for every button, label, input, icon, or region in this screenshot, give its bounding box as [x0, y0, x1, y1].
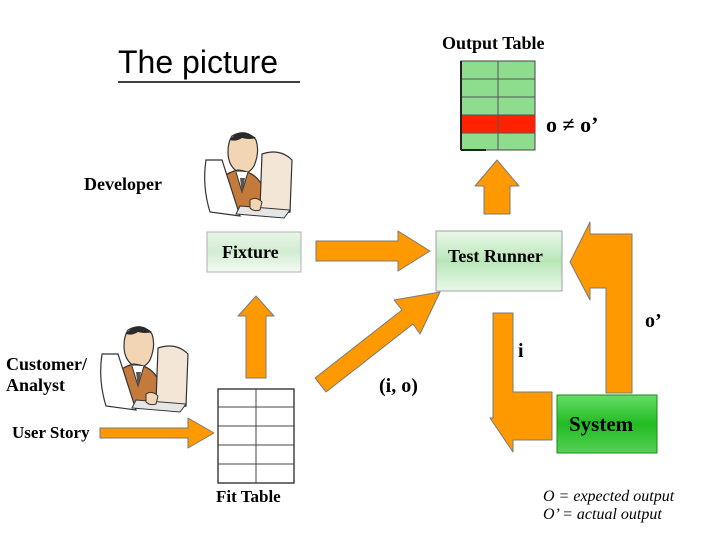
fit-table-label: Fit Table — [216, 487, 281, 506]
system-box — [556, 394, 658, 454]
output-table-label: Output Table — [442, 33, 545, 53]
mismatch-label: o ≠ o’ — [546, 112, 599, 137]
input-output-label: (i, o) — [379, 375, 418, 397]
test-runner-label: Test Runner — [448, 246, 543, 266]
fittable-to-fixture-arrow — [237, 295, 275, 379]
output-table — [460, 60, 536, 151]
test-runner-box — [435, 230, 563, 292]
legend-actual-output: O’ = actual output — [543, 506, 662, 523]
fit-table — [217, 388, 295, 484]
system-label: System — [569, 412, 634, 436]
runner-to-table-arrow — [474, 159, 520, 215]
userstory-to-fittable-arrow — [99, 417, 215, 449]
user-story-label: User Story — [12, 423, 90, 442]
customer-icon — [100, 326, 189, 413]
developer-label: Developer — [84, 174, 162, 194]
fittable-to-runner-arrow — [314, 291, 441, 393]
fixture-box — [206, 231, 302, 273]
customer-label-line2: Analyst — [6, 375, 66, 395]
runner-to-system-arrow — [489, 312, 553, 453]
customer-label-line1: Customer/ — [6, 354, 87, 374]
input-label: i — [518, 340, 524, 362]
actual-output-label: o’ — [645, 310, 662, 332]
legend-expected-output: O = expected output — [543, 488, 675, 505]
developer-icon — [204, 132, 293, 219]
fixture-to-runner-arrow — [315, 230, 431, 272]
system-to-runner-arrow — [569, 221, 633, 394]
fixture-label: Fixture — [222, 242, 279, 262]
slide-title: The picture — [118, 44, 279, 80]
